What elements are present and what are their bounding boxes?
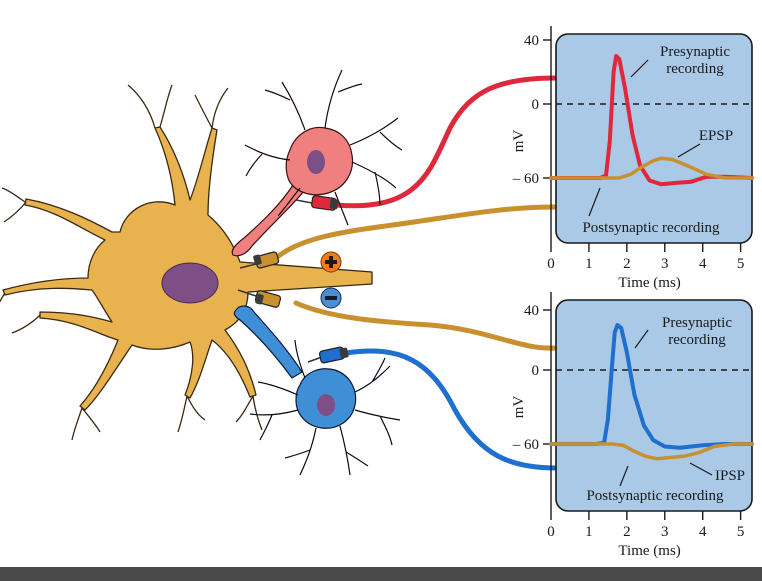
x-tick-label: 0 (547, 256, 555, 272)
presynaptic-trace (549, 323, 754, 450)
red-wire (333, 75, 559, 209)
x-tick-label: 3 (661, 256, 669, 272)
bottom-bar (0, 567, 762, 581)
x-tick-label: 5 (737, 256, 745, 272)
y-tick-label: 40 (524, 33, 539, 49)
plus-icon (320, 251, 342, 273)
x-tick-label: 3 (661, 524, 669, 540)
presynaptic-label-line2: recording (666, 61, 724, 77)
x-tick-label: 5 (737, 524, 745, 540)
psp-leader (677, 143, 701, 158)
y-tick-label: 0 (532, 363, 540, 379)
electrodes (237, 195, 349, 364)
y-axis-label: mV (511, 130, 527, 153)
presynaptic-leader (634, 329, 649, 349)
psp-label: EPSP (699, 128, 733, 144)
x-tick-label: 2 (623, 524, 631, 540)
postsynaptic-label: Postsynaptic recording (586, 488, 724, 504)
inhibitory-axon (233, 305, 303, 379)
presynaptic-label: Presynaptic (660, 44, 730, 60)
psp-label: IPSP (715, 468, 745, 484)
postsynaptic-trace (549, 442, 754, 461)
y-tick-label: 40 (524, 303, 539, 319)
gold-electrode-lower (237, 289, 282, 308)
electrode-wires (273, 75, 559, 471)
plot-panel (555, 33, 753, 244)
psp-leader (689, 462, 713, 476)
excitatory-nucleus (307, 150, 325, 174)
blue-wire (343, 348, 559, 471)
gold-wire-lower (293, 300, 559, 351)
red-electrode (295, 195, 339, 211)
plot-panel (555, 299, 753, 512)
x-axis-label: Time (ms) (618, 543, 680, 559)
postsynaptic-nucleus (161, 262, 219, 304)
gold-wire-upper (273, 204, 559, 261)
x-tick-label: 0 (547, 524, 555, 540)
postsynaptic-label: Postsynaptic recording (582, 220, 720, 236)
postsynaptic-neuron (0, 84, 373, 441)
inhibitory-dendrites (249, 339, 401, 476)
x-tick-label: 4 (699, 256, 707, 272)
presynaptic-trace (549, 54, 754, 187)
inhibitory-nucleus (317, 394, 335, 416)
blue-electrode (307, 346, 349, 364)
excitatory-presynaptic-neuron (231, 69, 403, 257)
postsynaptic-leader (588, 187, 601, 217)
x-tick-label: 1 (585, 256, 593, 272)
x-tick-label: 2 (623, 256, 631, 272)
y-axis-label: mV (511, 396, 527, 419)
y-tick-label: – 60 (512, 171, 539, 187)
inhibitory-presynaptic-neuron (233, 305, 401, 476)
presynaptic-label-line2: recording (668, 332, 726, 348)
y-tick-label: – 60 (512, 437, 539, 453)
postsynaptic-leader (619, 465, 629, 487)
excitatory-axon (231, 184, 306, 257)
x-tick-label: 1 (585, 524, 593, 540)
postsynaptic-trace (549, 156, 754, 180)
x-axis-label: Time (ms) (618, 275, 680, 291)
gold-electrode-upper (239, 251, 280, 269)
y-tick-label: 0 (532, 97, 540, 113)
presynaptic-label: Presynaptic (662, 315, 732, 331)
excitatory-dendrites (244, 69, 403, 226)
presynaptic-leader (630, 59, 649, 78)
minus-icon (320, 287, 342, 309)
x-tick-label: 4 (699, 524, 707, 540)
